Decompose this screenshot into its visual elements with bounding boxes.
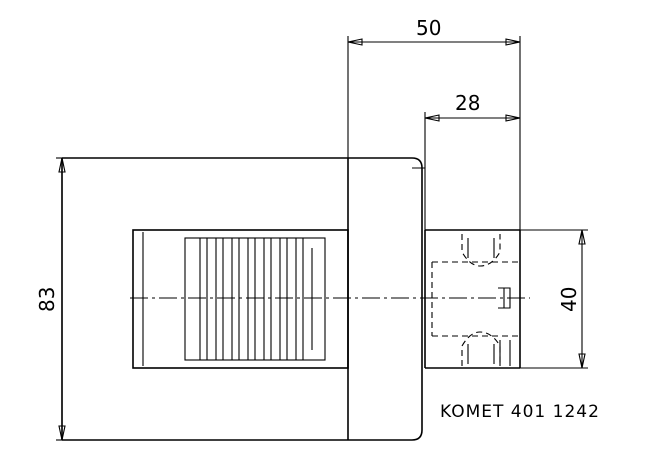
dim-label-50: 50 (416, 16, 441, 40)
dim-label-40: 40 (557, 287, 581, 312)
dimension-28: 28 (424, 91, 521, 168)
shank (424, 229, 521, 369)
dimension-40: 40 (520, 229, 588, 369)
arrow-28-left (424, 114, 440, 122)
arrow-40-bottom (578, 353, 586, 369)
dimension-50: 50 (347, 16, 521, 230)
thread-ridges (199, 238, 304, 360)
dimension-83: 83 (35, 157, 66, 441)
arrow-28-right (505, 114, 521, 122)
threaded-section (132, 229, 349, 369)
dim-label-83: 83 (35, 287, 59, 312)
arrow-83-top (58, 157, 66, 173)
dim-label-28: 28 (455, 91, 480, 115)
top-screw-hidden (461, 234, 501, 267)
thread-housing (132, 229, 349, 369)
arrow-83-bottom (58, 425, 66, 441)
body-outline (62, 157, 423, 441)
part-label: KOMET 401 1242 (440, 402, 600, 422)
tool-body (61, 157, 426, 441)
arrow-50-left (347, 38, 363, 46)
bottom-screw-hidden (461, 331, 501, 366)
arrow-40-top (578, 229, 586, 245)
arrow-50-right (505, 38, 521, 46)
shoulder-line (412, 167, 426, 230)
